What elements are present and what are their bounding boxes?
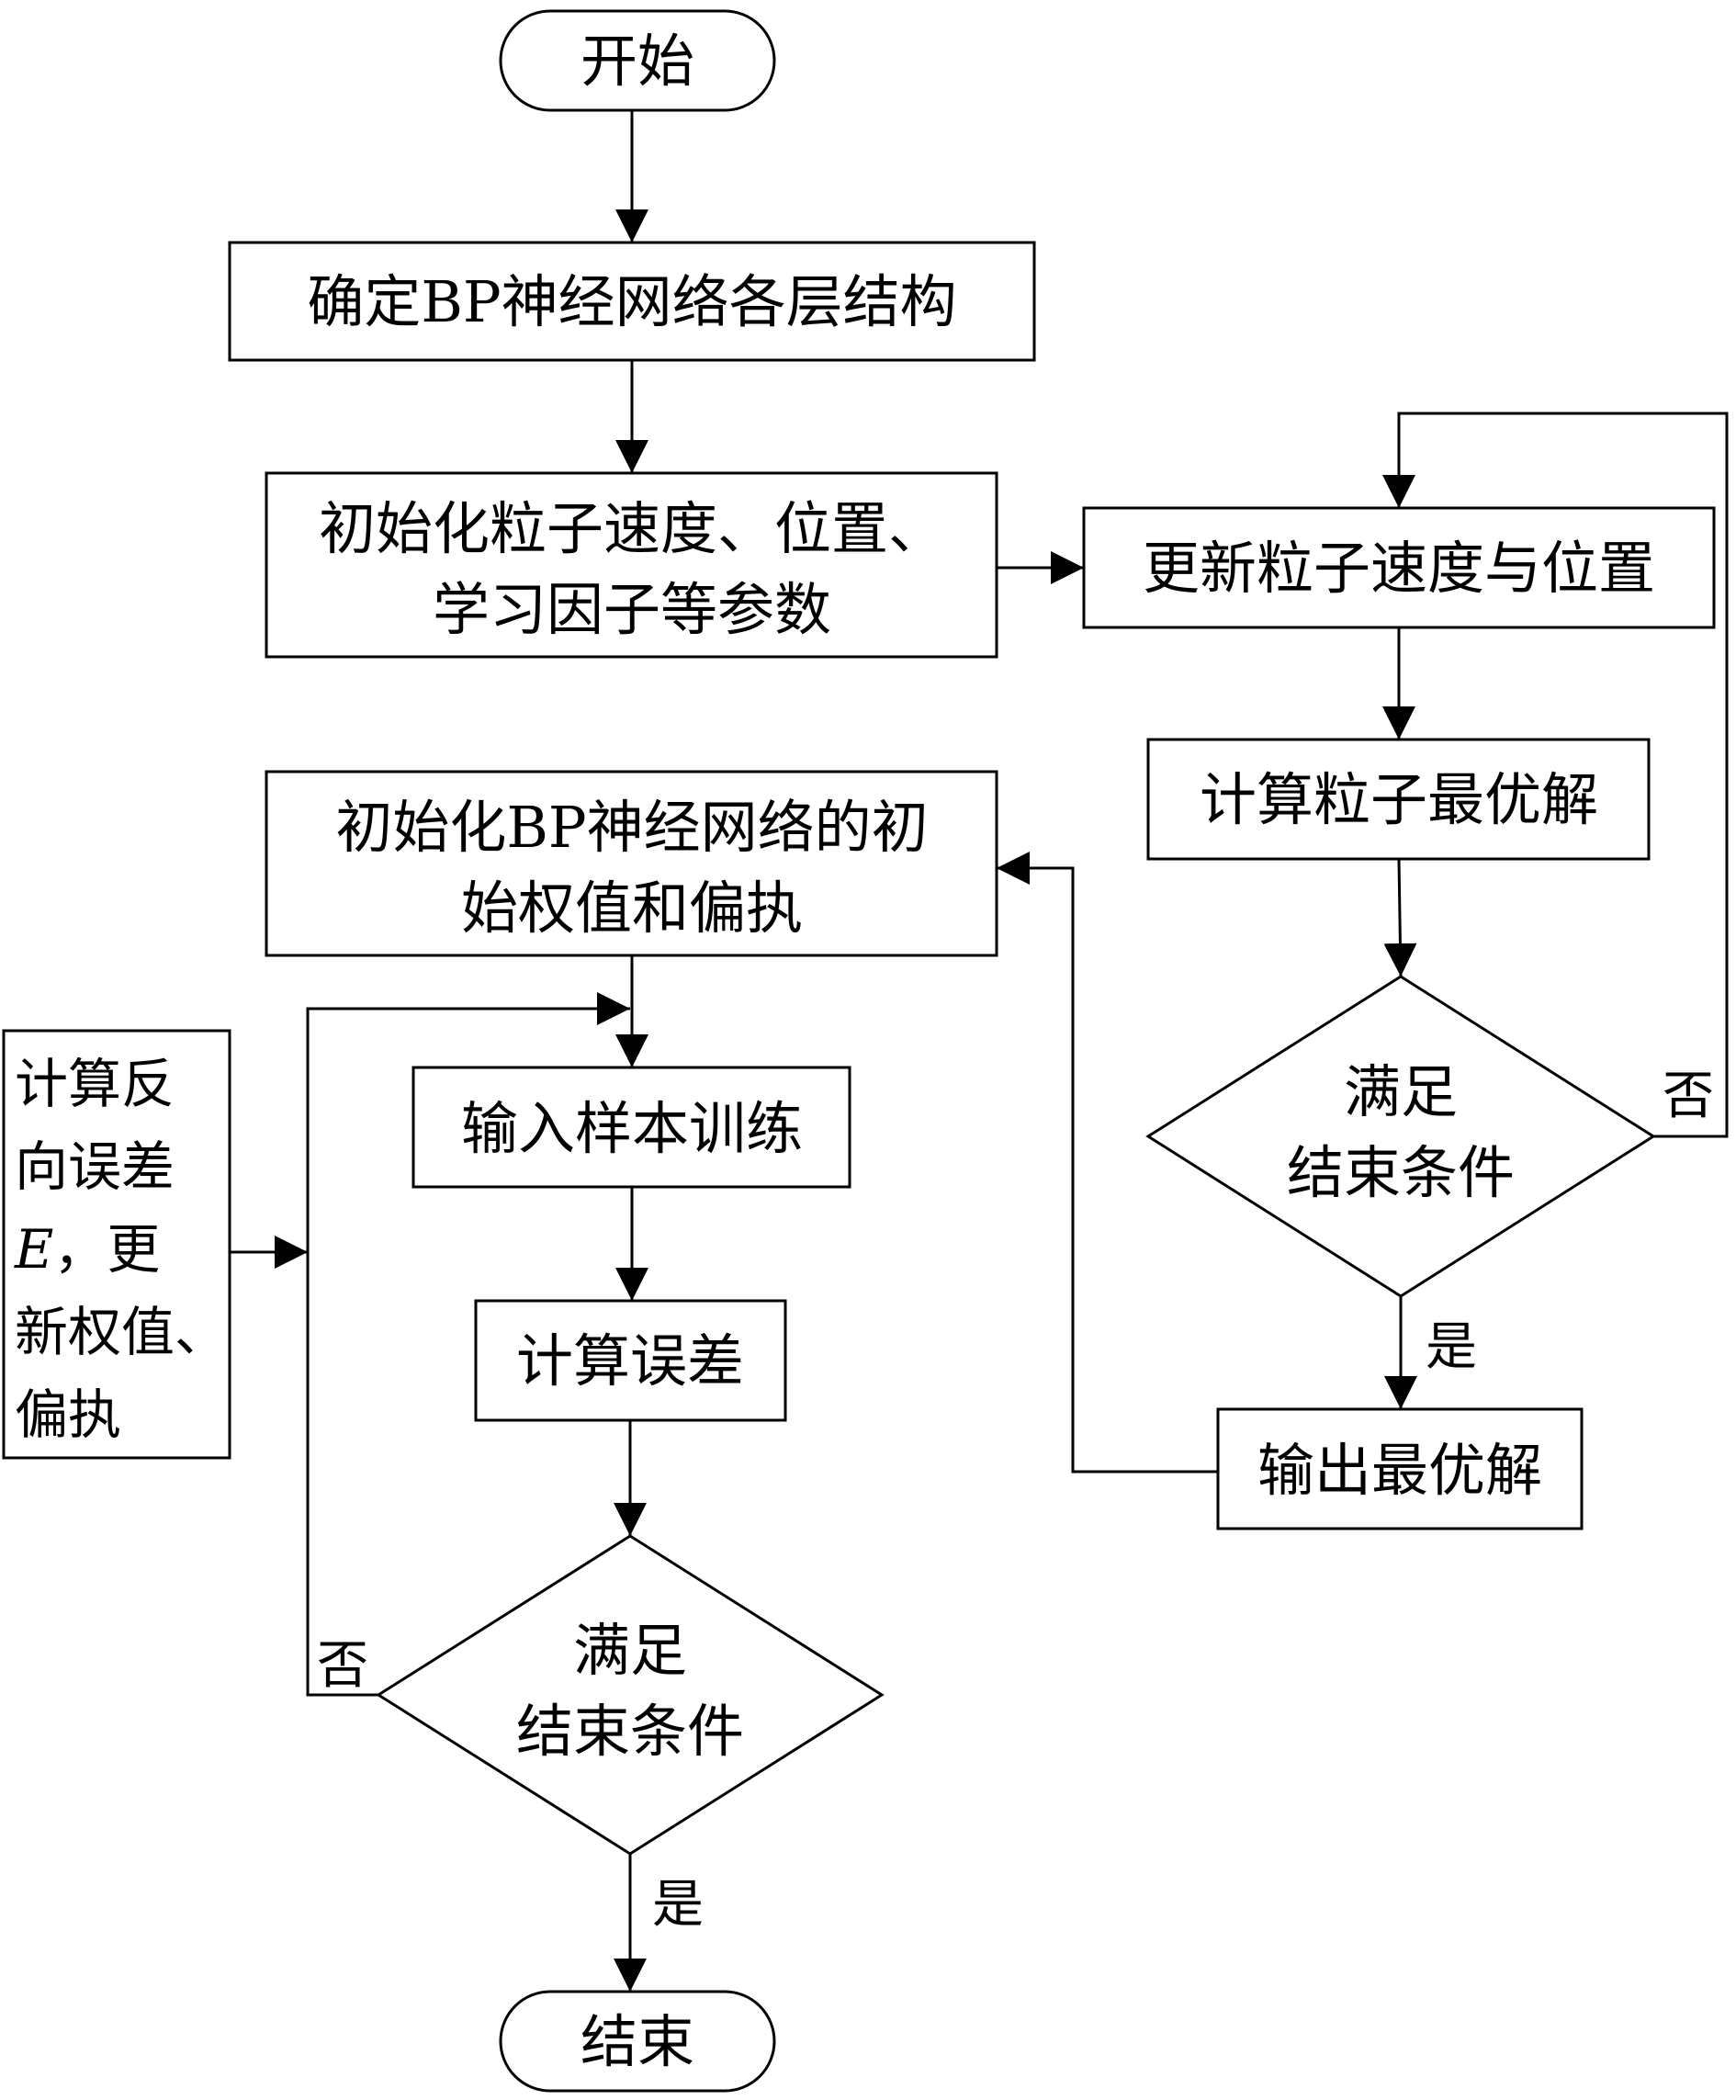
bp-condition-label-1: 满足 <box>573 1617 687 1684</box>
backprop-label-3: E，更 <box>14 1218 160 1281</box>
update-particles-label: 更新粒子速度与位置 <box>1143 535 1655 602</box>
pso-condition-diamond <box>1145 975 1656 1298</box>
end-label: 结束 <box>581 2008 694 2075</box>
edge-compute-best-to-pso-condition <box>1383 858 1417 977</box>
start-label: 开始 <box>581 28 694 95</box>
input-samples-box <box>411 1066 851 1189</box>
edge-output-to-init-bp <box>997 852 1218 1473</box>
backprop-label-4: 新权值、 <box>15 1301 228 1363</box>
output-best-box <box>1216 1407 1584 1530</box>
bp-yes-label: 是 <box>652 1875 704 1935</box>
init-bp-label-1: 初始化BP神经网络的初 <box>335 794 928 861</box>
compute-error-box <box>474 1299 787 1422</box>
init-particles-label-1: 初始化粒子速度、位置、 <box>319 495 945 562</box>
edge-pso-no-loop <box>1382 412 1729 1138</box>
init-particles-label-2: 学习因子等参数 <box>433 576 831 643</box>
backprop-box <box>2 1029 231 1460</box>
backprop-label-2: 向误差 <box>15 1135 175 1198</box>
compute-error-label: 计算误差 <box>516 1327 744 1394</box>
pso-yes-label: 是 <box>1426 1317 1477 1377</box>
bp-condition-label-2: 结束条件 <box>516 1698 744 1765</box>
pso-condition-label-1: 满足 <box>1344 1058 1458 1125</box>
edge-bp-no-loop <box>306 992 630 1697</box>
determine-structure-label: 确定BP神经网络各层结构 <box>307 268 956 335</box>
output-best-label: 输出最优解 <box>1257 1437 1542 1504</box>
compute-particle-best-box <box>1146 738 1651 861</box>
update-particles-box <box>1082 506 1716 629</box>
bp-condition-diamond <box>376 1534 885 1856</box>
input-samples-label: 输入样本训练 <box>461 1095 803 1162</box>
pso-no-label: 否 <box>1663 1067 1714 1126</box>
backprop-label-5: 偏执 <box>15 1383 121 1446</box>
init-bp-label-2: 始权值和偏执 <box>461 875 803 942</box>
start-terminal <box>499 9 776 112</box>
compute-particle-best-label: 计算粒子最优解 <box>1200 766 1598 833</box>
bp-no-label: 否 <box>317 1636 368 1696</box>
determine-structure-box <box>228 241 1036 362</box>
backprop-label-1: 计算反 <box>15 1053 175 1115</box>
end-terminal <box>499 1990 776 2093</box>
pso-condition-label-2: 结束条件 <box>1287 1139 1515 1206</box>
